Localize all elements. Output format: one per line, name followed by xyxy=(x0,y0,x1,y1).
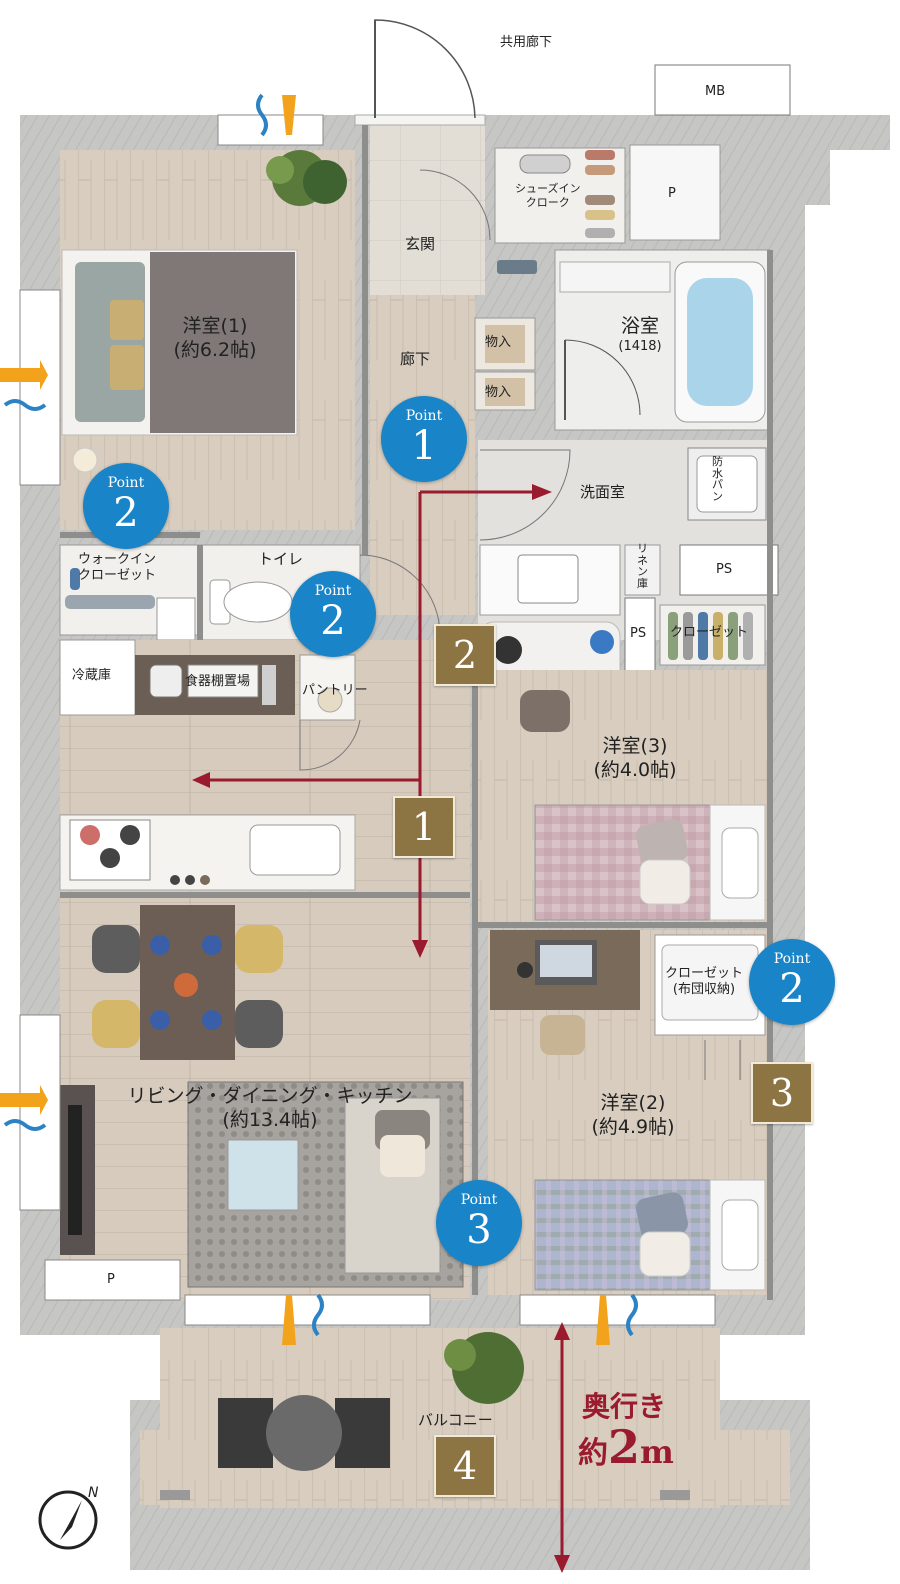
plant-icon xyxy=(266,150,347,206)
ldk-size: (約13.4帖) xyxy=(222,1108,318,1131)
point-word: Point xyxy=(460,1192,498,1208)
bath-size: (1418) xyxy=(618,338,662,354)
balcony-label: バルコニー xyxy=(418,1411,493,1429)
dining-set xyxy=(92,905,283,1060)
shoes-icon xyxy=(497,150,615,274)
p-box-1-label: P xyxy=(668,186,676,201)
linen-closet-label: リ ネ ン 庫 xyxy=(637,542,648,590)
walk-in-closet-label: ウォークイン クローゼット xyxy=(78,552,157,584)
interior-walls xyxy=(60,125,773,1300)
western-room-1-size: (約6.2帖) xyxy=(173,338,257,361)
flow-arrows xyxy=(192,484,552,958)
point-number: 2 xyxy=(113,490,139,536)
depth-prefix: 約 xyxy=(578,1436,608,1471)
bed-western-1 xyxy=(61,249,298,436)
ps-1-label: PS xyxy=(716,562,733,577)
western-room-2-name: 洋室(2) xyxy=(600,1092,666,1114)
shoe-cloak-label: シューズイン クローク xyxy=(515,182,581,209)
point-2-badge-wic: Point 2 xyxy=(83,463,169,549)
toilet-icon xyxy=(209,579,293,625)
bathtub-icon xyxy=(674,261,766,423)
western-room-3-label: 洋室(3) (約4.0帖) xyxy=(580,735,690,783)
wic-hangers-icon xyxy=(65,568,155,609)
corridor-label: 共用廊下 xyxy=(500,35,553,50)
bath-label: 浴室 (1418) xyxy=(605,315,675,355)
western-room-1-label: 洋室(1) (約6.2帖) xyxy=(160,315,270,363)
bed-western-3 xyxy=(534,804,766,921)
compass-icon xyxy=(38,1490,98,1550)
point-number: 2 xyxy=(779,966,805,1012)
number-badge-1: 1 xyxy=(393,796,455,858)
compass-north-label: N xyxy=(88,1485,99,1501)
toilet-label: トイレ xyxy=(258,550,304,568)
point-1-badge: Point 1 xyxy=(381,396,467,482)
storage-1-label: 物入 xyxy=(485,335,512,350)
point-word: Point xyxy=(107,475,145,491)
closet-2-label: クローゼット (布団収納) xyxy=(665,966,744,998)
pantry-label: パントリー xyxy=(302,683,368,698)
depth-number: 2 xyxy=(608,1420,641,1474)
point-word: Point xyxy=(405,408,443,424)
waterproof-pan-label: 防 水 パ ン xyxy=(712,455,723,503)
point-number: 1 xyxy=(411,423,437,469)
depth-arrow xyxy=(554,1322,570,1573)
balcony-furniture xyxy=(218,1332,524,1471)
bed-western-2 xyxy=(534,1179,766,1291)
point-3-badge: Point 3 xyxy=(436,1180,522,1266)
entrance-floor xyxy=(370,125,485,295)
storage-2-label: 物入 xyxy=(485,385,512,400)
point-word: Point xyxy=(773,951,811,967)
closet-3-label: クローゼット xyxy=(670,625,749,640)
western-room-3-name: 洋室(3) xyxy=(602,735,668,757)
number-badge-2: 2 xyxy=(434,624,496,686)
depth-unit: m xyxy=(640,1433,674,1471)
depth-label-line2: 約2m xyxy=(578,1420,674,1474)
point-number: 3 xyxy=(466,1207,492,1253)
bath-name: 浴室 xyxy=(620,315,659,337)
point-word: Point xyxy=(314,583,352,599)
point-number: 2 xyxy=(320,598,346,644)
chair-western-3 xyxy=(520,690,570,732)
point-2-badge-pantry: Point 2 xyxy=(290,571,376,657)
washroom-label: 洗面室 xyxy=(580,483,626,501)
ldk-name: リビング・ダイニング・キッチン xyxy=(127,1085,413,1107)
point-2-badge-closet: Point 2 xyxy=(749,939,835,1025)
fridge-label: 冷蔵庫 xyxy=(72,668,112,683)
closet-hangers-icon xyxy=(668,612,753,660)
number-badge-3: 3 xyxy=(751,1062,813,1124)
living-rug xyxy=(187,1081,464,1288)
windows xyxy=(19,114,716,1326)
kitchen-counter xyxy=(59,814,356,891)
depth-label-line1: 奥行き xyxy=(582,1390,667,1423)
hallway-label: 廊下 xyxy=(400,350,431,368)
cupboard-label: 食器棚置場 xyxy=(185,674,251,689)
entrance-door xyxy=(374,19,476,119)
mb-label: MB xyxy=(705,84,726,99)
number-badge-4: 4 xyxy=(434,1435,496,1497)
entrance-label: 玄関 xyxy=(405,235,436,253)
western-room-2-label: 洋室(2) (約4.9帖) xyxy=(578,1092,688,1140)
ldk-label: リビング・ダイニング・キッチン (約13.4帖) xyxy=(115,1085,425,1133)
western-room-3-size: (約4.0帖) xyxy=(593,758,677,781)
western-room-2-size: (約4.9帖) xyxy=(591,1115,675,1138)
ventilation-arrows xyxy=(0,93,638,1345)
ps-2-label: PS xyxy=(630,626,647,641)
western-room-1-name: 洋室(1) xyxy=(182,315,248,337)
desk-western-2 xyxy=(490,930,640,1055)
p-box-2-label: P xyxy=(107,1272,115,1287)
